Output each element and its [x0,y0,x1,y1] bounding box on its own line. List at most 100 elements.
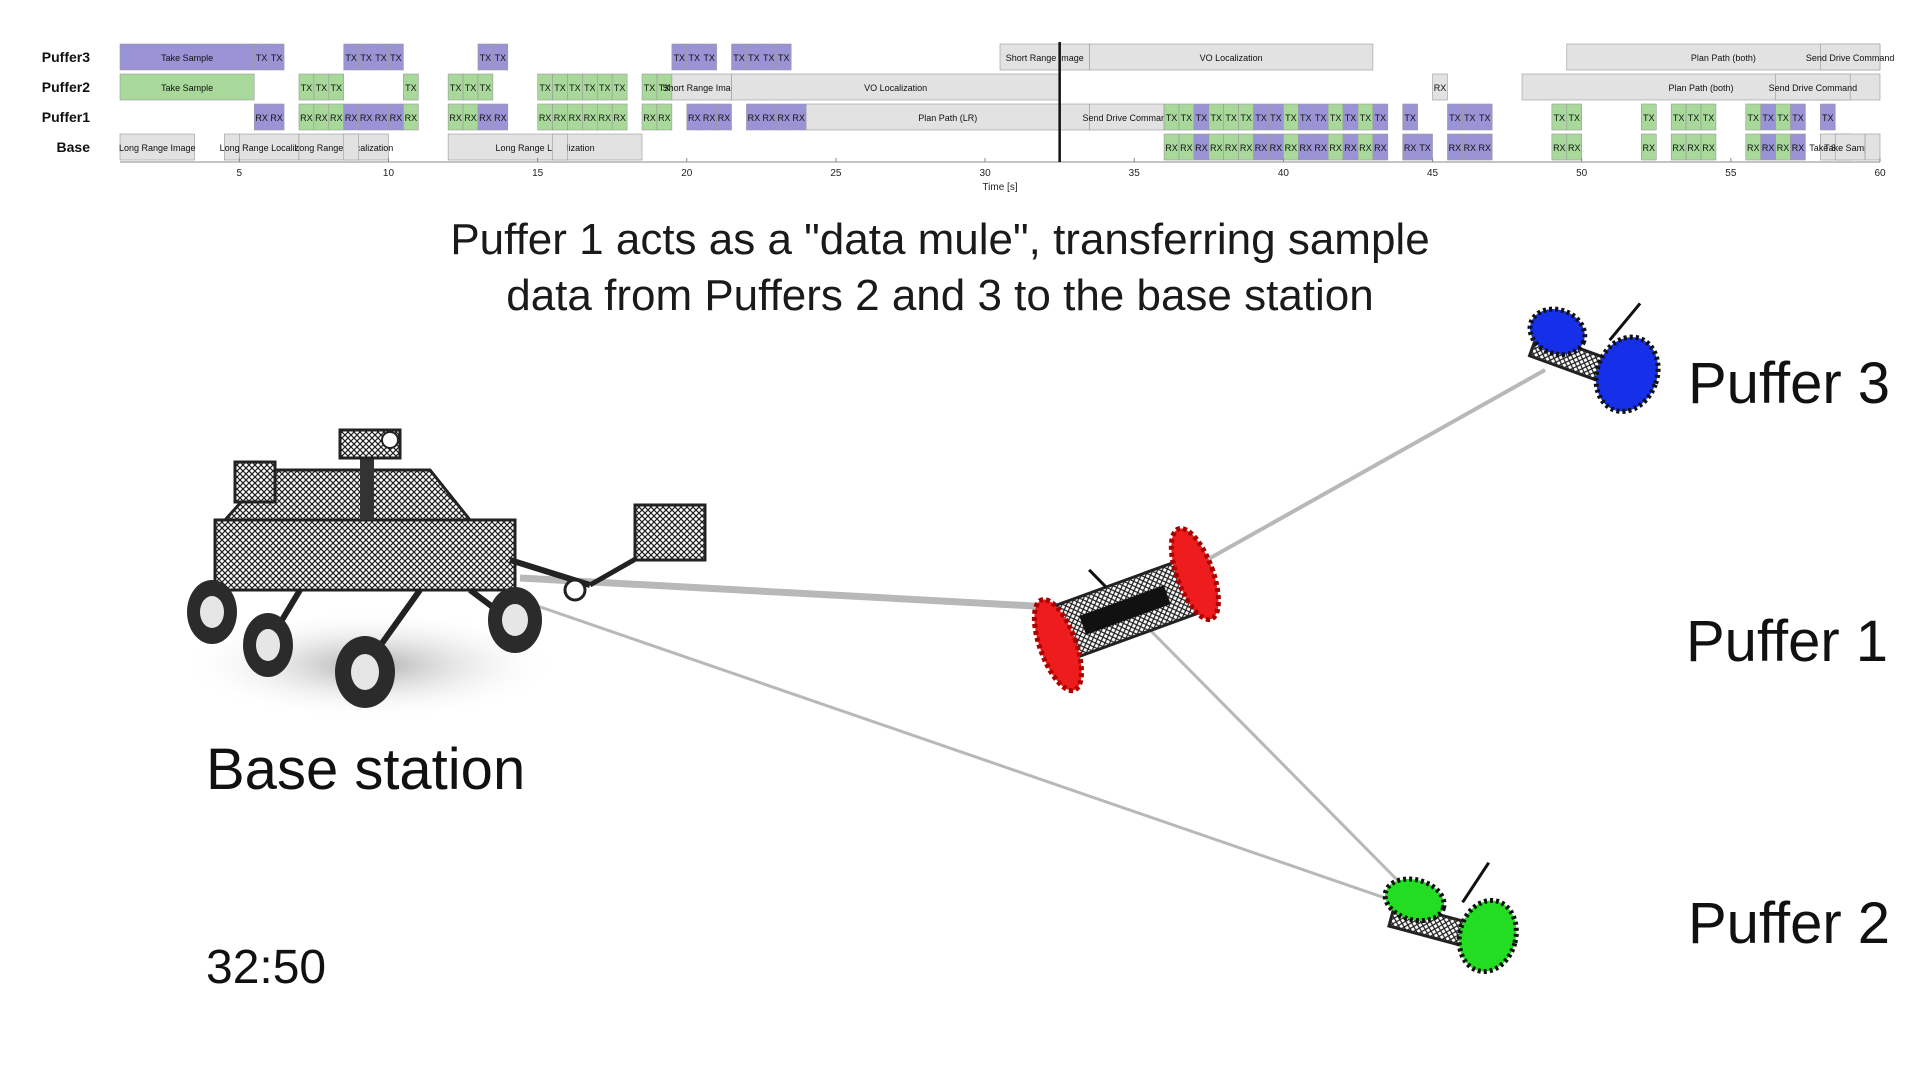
segment-label: TX [644,83,656,93]
timeline-segment: TX [701,43,717,71]
timeline-segment [1864,133,1881,161]
timeline-segment: TX [656,73,673,101]
timeline-segment: Short Range Image [663,73,741,101]
timeline-segment: RX [1462,133,1478,161]
caption-line-2: data from Puffers 2 and 3 to the base st… [506,271,1374,320]
segment-label: TX [1568,113,1580,123]
timeline-segment: TX [1402,103,1418,131]
segment-label: RX [1255,143,1268,153]
segment-label: RX [569,113,582,123]
segment-label: RX [792,113,805,123]
segment-label: RX [330,113,343,123]
timeline-segment: Send Drive Command [1769,73,1857,101]
timeline-segment: Long Range Localization [220,133,319,161]
segment-label: TX [599,83,611,93]
link-puffer1-to-puffer2 [1148,628,1427,910]
timeline-segment: RX [716,103,732,131]
timeline-segment: TX [313,73,330,101]
x-tick-label: 50 [1576,168,1588,179]
segment-label: RX [763,113,776,123]
x-tick-label: 30 [980,168,992,179]
segment-label: RX [1344,143,1357,153]
timeline-segment: RX [611,103,628,131]
timeline-segment: RX [1476,133,1493,161]
segment-label: Take Sample [1824,143,1876,153]
segment-label: TX [1703,113,1715,123]
segment-label: Take Sample [161,83,213,93]
x-tick-label: 45 [1427,168,1439,179]
puffer1-label: Puffer 1 [1686,609,1889,674]
timeline-segment: TX [1820,103,1836,131]
timeline-segment: RX [1223,133,1239,161]
timeline-segment: RX [1566,133,1582,161]
segment-label: RX [1434,83,1447,93]
row-label-puffer3: Puffer3 [42,49,90,65]
segment-label: TX [1166,113,1178,123]
segment-label: Plan Path (both) [1691,53,1756,63]
timeline-segment: TX [1700,103,1717,131]
timeline-segment: RX [1253,133,1269,161]
timeline-segment: TX [492,43,509,71]
x-tick-label: 25 [830,168,842,179]
segment-label: RX [1449,143,1462,153]
timeline-segment: Short Range Image [999,43,1090,71]
segment-label: TX [1822,113,1834,123]
segment-label: TX [1270,113,1282,123]
segment-label: Send Drive Command [1806,53,1895,63]
x-tick-label: 10 [383,168,395,179]
segment-label: VO Localization [864,83,927,93]
timeline-segment: RX [1700,133,1717,161]
timeline-segment: Long Range Localization [447,133,643,161]
timeline-segment: RX [686,103,702,131]
segment-label: Plan Path (LR) [918,113,977,123]
segment-label: RX [643,113,656,123]
segment-label: TX [688,53,700,63]
segment-label: TX [480,83,492,93]
segment-label: TX [659,83,671,93]
rover-wheel [335,636,395,708]
segment-label: TX [584,83,596,93]
segment-label: TX [1345,113,1357,123]
timeline-segment: TX [1641,103,1657,131]
segment-label: TX [316,83,328,93]
segment-label: TX [1777,113,1789,123]
segment-label: RX [1672,143,1685,153]
segment-label: Send Drive Command [1083,113,1172,123]
segment-label: TX [1747,113,1759,123]
segment-label: TX [331,83,343,93]
x-tick-label: 35 [1129,168,1141,179]
timeline-segment: TX [775,43,792,71]
caption: Puffer 1 acts as a "data mule", transfer… [300,212,1580,324]
segment-label: TX [674,53,686,63]
segment-label: TX [1360,113,1372,123]
segment-label: RX [1762,143,1775,153]
rover-wheel [187,580,237,644]
segment-label: RX [270,113,283,123]
timeline-segment: Take Sample [1824,133,1876,161]
segment-label: TX [1479,113,1491,123]
segment-label: RX [464,113,477,123]
segment-label: TX [256,53,268,63]
timeline-segment: Take Sample [119,73,255,101]
segment-label: RX [494,113,507,123]
row-label-base: Base [57,139,91,155]
rover-wheel [243,613,293,677]
timeline-segment: TX [1372,103,1389,131]
segment-label: RX [1210,143,1223,153]
segment-label: RX [375,113,388,123]
segment-label: RX [1359,143,1372,153]
segment-label: RX [1568,143,1581,153]
timeline-segment: TX [731,43,747,71]
segment-label: RX [584,113,597,123]
segment-label: RX [300,113,313,123]
link-base-to-puffer2 [519,598,1421,912]
timeline-segment: TX [1223,103,1239,131]
timeline-segment: TX [1417,133,1433,161]
timeline-segment: TX [477,73,494,101]
segment-label: RX [1792,143,1805,153]
segment-label: TX [1449,113,1461,123]
segment-label: RX [1195,143,1208,153]
timeline-segment: RX [1641,133,1657,161]
segment-label: TX [1554,113,1566,123]
